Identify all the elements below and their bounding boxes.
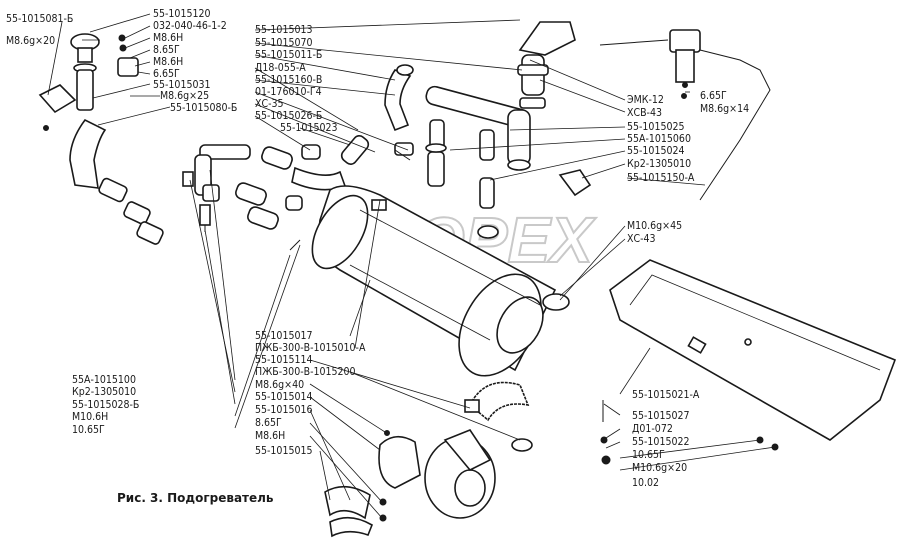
label-l16: 55-1015160-В xyxy=(255,74,322,86)
label-l40: M8.6Н xyxy=(255,430,285,442)
label-l21: ЭМК-12 xyxy=(627,94,664,106)
label-l15: Д18-055-А xyxy=(255,62,306,74)
label-l51: 10.65Г xyxy=(632,449,665,461)
label-l5: M8.6Н xyxy=(153,32,183,44)
filler-cap xyxy=(70,33,100,111)
label-l41: 55-1015015 xyxy=(255,445,313,457)
label-l28: Кр2-1305010 xyxy=(627,158,691,170)
label-l49: Д01-072 xyxy=(632,423,673,435)
label-l12: 55-1015013 xyxy=(255,24,313,36)
label-l46: 10.65Г xyxy=(72,424,105,436)
label-l23: 6.65Г xyxy=(700,90,727,102)
outlet-elbow xyxy=(517,21,576,109)
label-l13: 55-1015070 xyxy=(255,37,313,49)
label-l26: 55А-1015060 xyxy=(627,133,691,145)
label-l45: M10.6Н xyxy=(72,411,108,423)
label-l2: 55-1015081-Б xyxy=(6,13,73,25)
label-l1: 55-1015120 xyxy=(153,8,211,20)
label-l8: 6.65Г xyxy=(153,68,180,80)
bracket-left xyxy=(38,84,77,131)
label-l20: 55-1015023 xyxy=(280,122,338,134)
label-l36: M8.6g×40 xyxy=(255,379,304,391)
label-l48: 55-1015027 xyxy=(632,410,690,422)
label-l17: 01-176010-Г4 xyxy=(255,86,322,98)
label-l3: 032-040-46-1-2 xyxy=(153,20,227,32)
hose-set-middle xyxy=(235,135,370,230)
label-l14: 55-1015011-Б xyxy=(255,49,322,61)
label-l4: M8.6g×20 xyxy=(6,35,55,47)
label-l24: M8.6g×14 xyxy=(700,103,749,115)
label-l47: 55-1015021-А xyxy=(632,389,700,401)
label-l11: 55-1015080-Б xyxy=(170,102,237,114)
label-l39: 8.65Г xyxy=(255,417,282,429)
label-l27: 55-1015024 xyxy=(627,145,685,157)
tray-pan xyxy=(609,259,897,441)
label-l32: 55-1015017 xyxy=(255,330,313,342)
label-l25: 55-1015025 xyxy=(627,121,685,133)
label-l53: 10.02 xyxy=(632,477,659,489)
bolts-right xyxy=(600,400,779,465)
label-l50: 55-1015022 xyxy=(632,436,690,448)
label-l43: Кр2-1305010 xyxy=(72,386,136,398)
rods xyxy=(289,149,411,251)
manifold-pipe xyxy=(425,85,531,171)
label-l33: ПЖБ-300-В-1015010-А xyxy=(255,342,366,354)
label-l6: 8.65Г xyxy=(153,44,180,56)
label-l30: M10.6g×45 xyxy=(627,220,682,232)
label-l29: 55-1015150-А xyxy=(627,172,695,184)
label-l31: ХС-43 xyxy=(627,233,656,245)
part-labels: 55-1015120 55-1015081-Б 032-040-46-1-2 M… xyxy=(6,8,749,489)
clamp-small-1 xyxy=(117,34,139,77)
label-l35: ПЖБ-300-В-1015200 xyxy=(255,366,356,378)
clamp-set-bottom xyxy=(324,430,390,538)
corrugated-hose xyxy=(464,381,533,452)
solenoid-valve xyxy=(599,29,771,201)
label-l34: 55-1015114 xyxy=(255,354,313,366)
label-l22: ХСВ-43 xyxy=(627,107,662,119)
label-l18: ХС-35 xyxy=(255,98,284,110)
label-l38: 55-1015016 xyxy=(255,404,313,416)
label-l42: 55А-1015100 xyxy=(72,374,136,386)
label-l37: 55-1015014 xyxy=(255,391,313,403)
tee-pipe-left xyxy=(182,144,251,232)
figure-caption: Рис. 3. Подогреватель xyxy=(117,491,274,505)
heater-body xyxy=(311,185,570,377)
label-l10: M8.6g×25 xyxy=(160,90,209,102)
label-l7: M8.6Н xyxy=(153,56,183,68)
hose-left xyxy=(69,118,164,245)
elbow-hose-top xyxy=(384,64,414,156)
label-l52: M10.6g×20 xyxy=(632,462,687,474)
label-l9: 55-1015031 xyxy=(153,79,211,91)
blower-fan xyxy=(378,429,496,519)
label-l19: 55-1015026-Б xyxy=(255,110,322,122)
leader-lines xyxy=(47,13,776,519)
label-l44: 55-1015028-Б xyxy=(72,399,139,411)
